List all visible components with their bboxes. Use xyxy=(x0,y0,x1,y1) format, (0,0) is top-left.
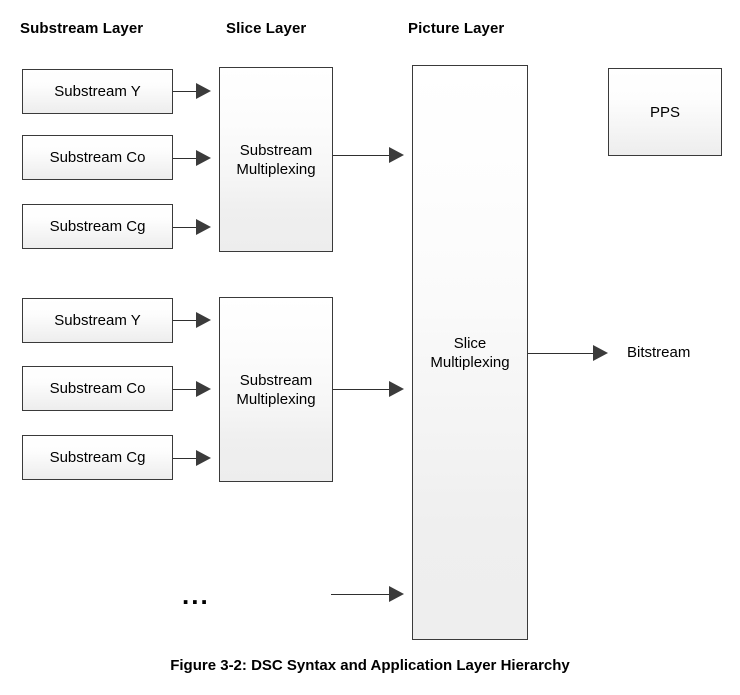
substream-multiplexing-box-2[interactable]: Substream Multiplexing xyxy=(219,297,333,482)
figure-caption: Figure 3-2: DSC Syntax and Application L… xyxy=(170,657,570,674)
column-header-substream-layer: Substream Layer xyxy=(20,20,144,37)
pps-box[interactable]: PPS xyxy=(608,68,722,156)
substream-box-cg-group2[interactable]: Substream Cg xyxy=(22,435,173,480)
connector-submux2-to-slicemux xyxy=(333,389,390,390)
arrowhead-icon xyxy=(389,586,404,602)
arrowhead-icon xyxy=(389,381,404,397)
column-header-slice-layer: Slice Layer xyxy=(226,20,307,37)
arrowhead-icon xyxy=(389,147,404,163)
column-header-picture-layer: Picture Layer xyxy=(408,20,505,37)
connector-co-to-submux-group2 xyxy=(173,389,197,390)
bitstream-output-label: Bitstream xyxy=(627,344,691,361)
connector-slicemux-to-bitstream xyxy=(528,353,594,354)
arrowhead-icon xyxy=(196,381,211,397)
arrowhead-icon xyxy=(196,450,211,466)
substream-multiplexing-label: Substream Multiplexing xyxy=(236,141,316,178)
connector-continuation-to-slicemux xyxy=(331,594,390,595)
substream-multiplexing-label: Substream Multiplexing xyxy=(236,371,316,408)
continuation-ellipsis: ... xyxy=(182,580,210,610)
substream-box-label: Substream Cg xyxy=(49,449,146,466)
connector-cg-to-submux-group2 xyxy=(173,458,197,459)
substream-box-y-group1[interactable]: Substream Y xyxy=(22,69,173,114)
substream-box-y-group2[interactable]: Substream Y xyxy=(22,298,173,343)
connector-submux1-to-slicemux xyxy=(333,155,390,156)
arrowhead-icon xyxy=(196,219,211,235)
substream-box-label: Substream Co xyxy=(49,149,146,166)
arrowhead-icon xyxy=(196,83,211,99)
substream-multiplexing-box-1[interactable]: Substream Multiplexing xyxy=(219,67,333,252)
substream-box-co-group1[interactable]: Substream Co xyxy=(22,135,173,180)
connector-co-to-submux-group1 xyxy=(173,158,197,159)
connector-y-to-submux-group2 xyxy=(173,320,197,321)
slice-multiplexing-box[interactable]: Slice Multiplexing xyxy=(412,65,528,640)
substream-box-cg-group1[interactable]: Substream Cg xyxy=(22,204,173,249)
arrowhead-icon xyxy=(593,345,608,361)
arrowhead-icon xyxy=(196,150,211,166)
substream-box-label: Substream Cg xyxy=(49,218,146,235)
substream-box-co-group2[interactable]: Substream Co xyxy=(22,366,173,411)
pps-label: PPS xyxy=(649,103,680,121)
connector-y-to-submux-group1 xyxy=(173,91,197,92)
substream-box-label: Substream Y xyxy=(54,83,141,100)
substream-box-label: Substream Co xyxy=(49,380,146,397)
slice-multiplexing-label: Slice Multiplexing xyxy=(430,334,510,371)
substream-box-label: Substream Y xyxy=(54,312,141,329)
arrowhead-icon xyxy=(196,312,211,328)
connector-cg-to-submux-group1 xyxy=(173,227,197,228)
